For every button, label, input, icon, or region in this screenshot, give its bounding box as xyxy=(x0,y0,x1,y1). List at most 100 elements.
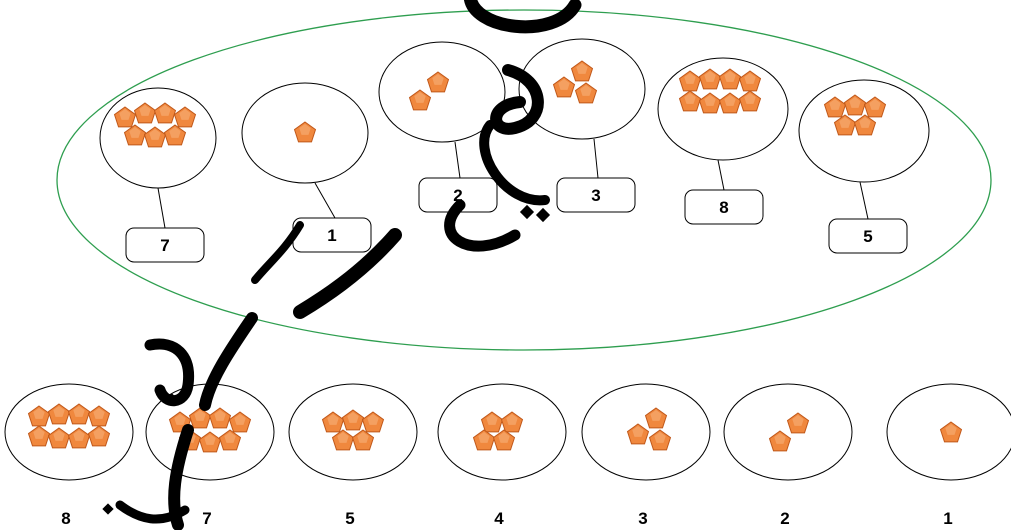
pentagon-piece-icon xyxy=(228,411,252,433)
group-ellipse xyxy=(56,9,992,351)
connector-line xyxy=(454,141,461,179)
pentagon-piece-icon xyxy=(500,411,524,433)
pentagon-piece-icon xyxy=(27,425,51,447)
pentagon-piece-icon xyxy=(47,403,71,425)
top-group-item: 1 xyxy=(241,82,372,253)
watermark-dot xyxy=(102,503,114,515)
watermark-stroke xyxy=(115,500,190,524)
pentagon-piece-icon xyxy=(786,412,810,434)
pentagon-piece-icon xyxy=(738,70,762,92)
watermark-stroke xyxy=(479,120,550,206)
top-group-item: 7 xyxy=(99,87,217,263)
bottom-row-item: 7 xyxy=(145,383,275,528)
pentagon-piece-icon xyxy=(574,82,598,104)
number-label: 2 xyxy=(453,186,462,205)
number-label: 1 xyxy=(943,509,952,528)
pentagon-piece-icon xyxy=(47,427,71,449)
pentagon-piece-icon xyxy=(939,421,963,443)
watermark-stroke xyxy=(490,64,544,135)
number-label: 8 xyxy=(61,509,70,528)
pentagon-piece-icon xyxy=(113,106,137,128)
number-label: 7 xyxy=(160,236,169,255)
pentagon-piece-icon xyxy=(426,71,450,93)
pentagon-piece-icon xyxy=(351,429,375,451)
connector-line xyxy=(157,187,166,229)
pentagon-piece-icon xyxy=(198,431,222,453)
pentagon-piece-icon xyxy=(698,92,722,114)
pentagon-piece-icon xyxy=(718,92,742,114)
top-group-item: 5 xyxy=(798,79,930,254)
pentagon-piece-icon xyxy=(480,411,504,433)
pentagon-piece-icon xyxy=(718,68,742,90)
number-label: 2 xyxy=(780,509,789,528)
connector-line xyxy=(593,138,599,179)
pentagon-piece-icon xyxy=(698,68,722,90)
count-circle xyxy=(4,383,134,481)
watermark-stroke xyxy=(144,338,195,407)
pentagon-piece-icon xyxy=(823,96,847,118)
pentagon-piece-icon xyxy=(123,124,147,146)
number-label-box xyxy=(125,227,205,263)
pentagon-piece-icon xyxy=(648,429,672,451)
pentagon-piece-icon xyxy=(626,423,650,445)
pentagon-piece-icon xyxy=(208,407,232,429)
number-label: 8 xyxy=(719,198,728,217)
pentagon-piece-icon xyxy=(408,89,432,111)
bottom-row-item: 5 xyxy=(288,383,418,528)
pentagon-piece-icon xyxy=(341,409,365,431)
pentagon-piece-icon xyxy=(67,403,91,425)
pentagon-piece-icon xyxy=(833,114,857,136)
pentagon-piece-icon xyxy=(472,429,496,451)
pentagon-piece-icon xyxy=(738,90,762,112)
top-group-item: 8 xyxy=(657,57,789,225)
watermark-stroke xyxy=(293,228,402,319)
number-label: 1 xyxy=(327,226,336,245)
watermark-dot xyxy=(519,204,535,220)
number-label-box xyxy=(828,218,908,254)
bottom-row-item: 2 xyxy=(723,383,853,528)
pentagon-piece-icon xyxy=(87,425,111,447)
pentagon-piece-icon xyxy=(67,427,91,449)
pentagon-piece-icon xyxy=(133,102,157,124)
top-group-item: 3 xyxy=(518,38,646,213)
bottom-row-item: 8 xyxy=(4,383,134,528)
pentagon-piece-icon xyxy=(361,411,385,433)
count-circle xyxy=(723,383,853,481)
top-group-item: 2 xyxy=(378,41,506,213)
watermark-stroke xyxy=(199,312,258,411)
connector-line xyxy=(717,159,725,191)
pentagon-piece-icon xyxy=(853,114,877,136)
number-label: 5 xyxy=(863,227,872,246)
watermark-dot xyxy=(535,207,551,223)
watermark-dot xyxy=(165,393,179,407)
number-label: 7 xyxy=(202,509,211,528)
pentagon-piece-icon xyxy=(863,96,887,118)
pentagon-piece-icon xyxy=(143,126,167,148)
number-label-box xyxy=(556,177,636,213)
number-label: 3 xyxy=(638,509,647,528)
bottom-row-item: 4 xyxy=(437,383,567,528)
pentagon-piece-icon xyxy=(293,121,317,143)
watermark-stroke xyxy=(444,199,521,252)
number-label: 5 xyxy=(345,509,354,528)
bottom-row-item: 3 xyxy=(581,383,711,528)
watermark-stroke xyxy=(251,221,304,284)
bottom-row-item: 1 xyxy=(886,383,1011,528)
count-circle xyxy=(288,383,418,481)
pentagon-piece-icon xyxy=(644,407,668,429)
pentagon-piece-icon xyxy=(218,429,242,451)
pentagon-piece-icon xyxy=(87,405,111,427)
pentagon-piece-icon xyxy=(570,60,594,82)
pentagon-piece-icon xyxy=(492,429,516,451)
pentagon-piece-icon xyxy=(843,94,867,116)
connector-line xyxy=(859,181,869,220)
watermark-stroke xyxy=(464,0,582,34)
pentagon-piece-icon xyxy=(768,430,792,452)
pentagon-piece-icon xyxy=(331,429,355,451)
connector-line xyxy=(314,182,336,219)
pentagon-piece-icon xyxy=(173,106,197,128)
pentagon-piece-icon xyxy=(153,102,177,124)
number-label: 4 xyxy=(494,509,504,528)
pentagon-piece-icon xyxy=(321,411,345,433)
